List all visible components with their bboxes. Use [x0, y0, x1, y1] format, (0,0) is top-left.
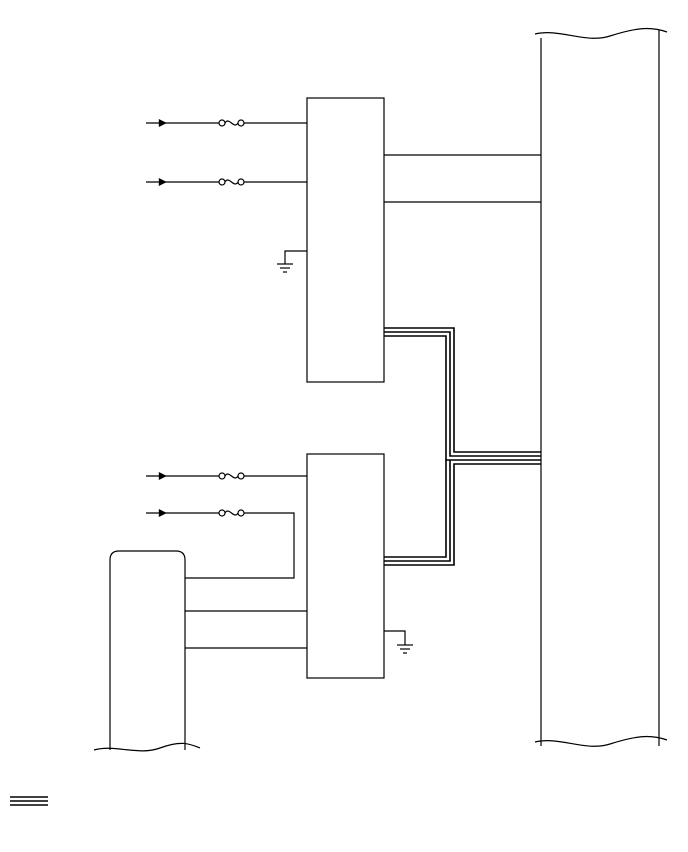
fuse-icon	[218, 472, 245, 480]
lower-power-input-1	[146, 472, 307, 480]
lower-ground-icon	[384, 630, 413, 654]
fuse-icon	[218, 178, 245, 186]
lower-module	[306, 453, 385, 679]
left-device	[93, 550, 201, 752]
right-junction-block	[534, 27, 668, 747]
upper-communication-bus	[384, 327, 541, 461]
lower-communication-bus	[384, 460, 541, 566]
upper-ground-icon	[277, 250, 307, 273]
upper-power-input-2	[146, 178, 307, 186]
fuse-icon	[218, 509, 245, 517]
bus-legend-symbol	[10, 796, 48, 806]
upper-power-input-1	[146, 119, 307, 127]
upper-module	[306, 97, 385, 383]
fuse-icon	[218, 119, 245, 127]
lower-power-input-2	[146, 509, 295, 579]
